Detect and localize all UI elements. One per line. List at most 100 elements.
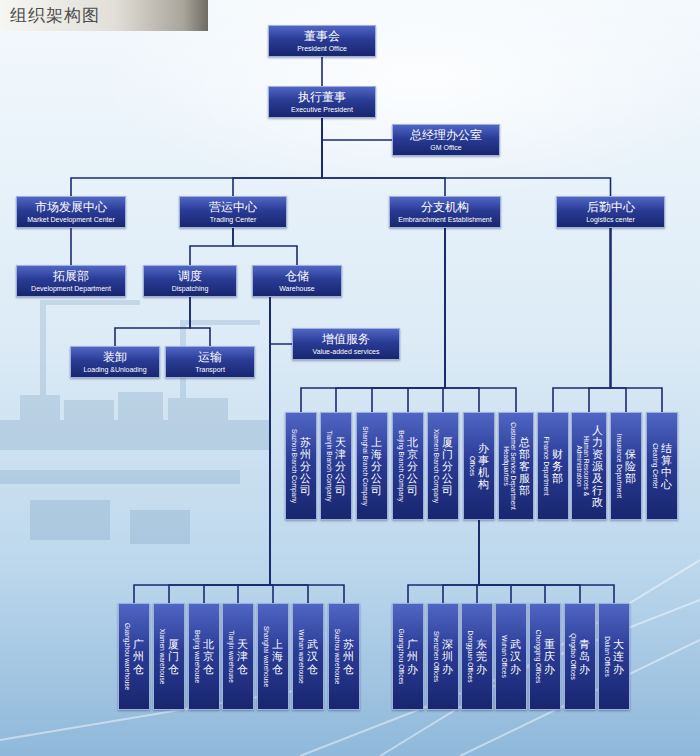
org-box: 天津仓Tianjin warehouse	[222, 603, 254, 710]
box-title: 分支机构	[394, 200, 496, 215]
box-subtitle: Logistics center	[561, 215, 660, 224]
org-box: 武汉仓Wuhan warehouse	[292, 603, 324, 710]
org-box: 大连办Dalian Offices	[598, 603, 630, 710]
box-subtitle: Loading &Unloading	[75, 365, 155, 374]
connector-line	[553, 228, 611, 412]
box-title: 苏州仓	[343, 638, 354, 674]
box-title: 厦门分公司	[442, 436, 453, 496]
box-subtitle: Wuhan warehouse	[298, 608, 305, 705]
org-box: 厦门仓Xiamen warehouse	[153, 603, 185, 710]
container	[168, 398, 228, 420]
connector-line	[479, 520, 580, 603]
org-box: 运输Transport	[165, 346, 255, 378]
harbour-picture	[0, 300, 270, 544]
box-subtitle: Executive President	[273, 105, 371, 114]
connector-line	[301, 228, 445, 412]
org-box: 总部客服部Customer Service Department Headqua…	[498, 412, 534, 520]
connector-line	[322, 118, 611, 196]
org-box: 苏州仓Suzhou warehouse	[328, 603, 360, 710]
box-subtitle: GM Office	[397, 143, 495, 152]
org-box: 调度Dispatching	[143, 265, 237, 297]
connector-line	[408, 228, 445, 412]
org-box: 财务部Finance Department	[537, 412, 569, 520]
org-box: 人力资源及行政Human Resources & Administration	[571, 412, 607, 520]
box-subtitle: Qingdao Offices	[570, 608, 577, 705]
box-subtitle: Development Department	[21, 284, 121, 293]
org-box: 苏州分公司Suzhou Branch Company	[285, 412, 317, 520]
org-box: 营运中心Trading Center	[179, 196, 287, 228]
box-title: 拓展部	[21, 269, 121, 284]
connector-line	[479, 520, 545, 603]
connector-line	[321, 57, 323, 86]
connector-line	[479, 520, 511, 603]
connector-line	[71, 118, 322, 196]
box-title: 董事会	[273, 29, 371, 44]
org-box: 分支机构Embranchment Establishment	[389, 196, 501, 228]
box-subtitle: Finance Department	[543, 417, 550, 515]
box-title: 后勤中心	[561, 200, 660, 215]
org-box: 厦门分公司Xiamen Branch Company	[427, 412, 459, 520]
org-box: 东莞办Dongguan Offices	[461, 603, 493, 710]
org-box: 青岛办Qingdao Offices	[564, 603, 596, 710]
connector-line	[445, 228, 479, 412]
org-box: 拓展部Development Department	[16, 265, 126, 297]
org-box: 广州仓Guangzhou warehouse	[118, 603, 150, 710]
box-subtitle: Offices	[469, 417, 476, 515]
box-title: 财务部	[552, 448, 563, 484]
motion-streaks	[0, 560, 700, 756]
box-title: 武汉仓	[307, 638, 318, 674]
box-title: 人力资源及行政	[592, 424, 603, 509]
org-box: 结算中心Clearing Center	[646, 412, 678, 520]
connector-line	[408, 520, 479, 603]
container	[118, 392, 163, 420]
streak	[380, 560, 700, 756]
box-title: 北京仓	[203, 638, 214, 674]
connector-line	[589, 228, 611, 412]
box-title: 营运中心	[184, 200, 282, 215]
org-box: 市场发展中心Market Development Center	[16, 196, 126, 228]
org-box: 广州办Guangzhou Offices	[392, 603, 424, 710]
box-title: 上海分公司	[371, 436, 382, 496]
box-subtitle: Human Resources & Administration	[575, 417, 589, 515]
box-title: 结算中心	[661, 442, 672, 490]
box-title: 大连办	[613, 638, 624, 674]
box-title: 深圳办	[442, 638, 453, 674]
box-subtitle: Shanghai Branch Company	[362, 417, 369, 515]
org-box: 重庆办Chongqing Offices	[529, 603, 561, 710]
box-subtitle: Dongguan Offices	[467, 608, 474, 705]
org-box: 执行董事Executive President	[268, 86, 376, 118]
org-box: 深圳办Shenzhen Offices	[427, 603, 459, 710]
container	[20, 395, 60, 420]
connector-line	[70, 228, 72, 265]
box-subtitle: Customer Service Department Headquarters	[502, 417, 516, 515]
box-subtitle: Xiamen Branch Company	[433, 417, 440, 515]
box-title: 重庆办	[544, 638, 555, 674]
connector-line	[611, 228, 627, 412]
org-box: 增值服务Value-added services	[292, 328, 400, 360]
connector-line	[479, 520, 614, 603]
org-box: 上海仓Shanghai warehouse	[257, 603, 289, 710]
box-title: 北京分公司	[407, 436, 418, 496]
org-box: 总经理办公室GM Office	[392, 124, 500, 156]
connector-line	[322, 118, 392, 140]
streak	[0, 690, 300, 740]
box-subtitle: Embranchment Establishment	[394, 215, 496, 224]
connector-line	[233, 118, 322, 196]
connector-line	[190, 228, 233, 265]
org-box: 后勤中心Logistics center	[556, 196, 665, 228]
box-subtitle: Beijing warehouse	[194, 608, 201, 705]
box-title: 苏州分公司	[300, 436, 311, 496]
box-title: 天津仓	[237, 638, 248, 674]
org-box: 武汉办Wuhan Offices	[495, 603, 527, 710]
container	[64, 400, 114, 420]
box-title: 增值服务	[297, 332, 395, 347]
org-box: 上海分公司Shanghai Branch Company	[356, 412, 388, 520]
box-subtitle: Xiamen warehouse	[159, 608, 166, 705]
box-title: 保险部	[625, 448, 636, 484]
org-box: 装卸Loading &Unloading	[70, 346, 160, 378]
org-box: 北京仓Beijing warehouse	[188, 603, 220, 710]
box-subtitle: Tianjin warehouse	[228, 608, 235, 705]
connector-line	[611, 228, 663, 412]
box-subtitle: Shanghai warehouse	[263, 608, 270, 705]
